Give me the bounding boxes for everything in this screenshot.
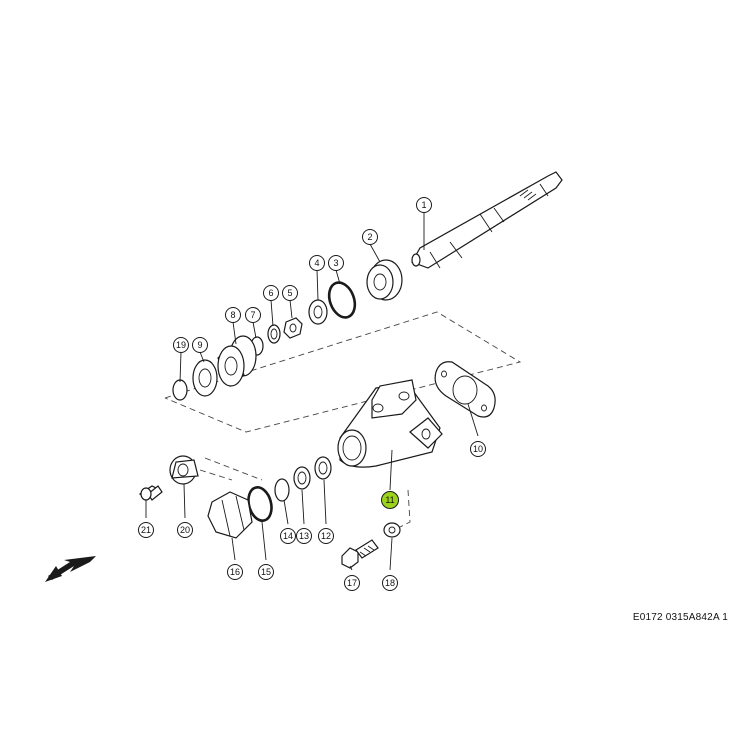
svg-text:4: 4 <box>314 258 319 268</box>
callout-6[interactable]: 6 <box>263 285 279 301</box>
svg-text:10: 10 <box>473 444 483 454</box>
part-flange-gasket <box>434 361 496 418</box>
callout-4[interactable]: 4 <box>309 255 325 271</box>
callout-5[interactable]: 5 <box>282 285 298 301</box>
callout-16[interactable]: 16 <box>227 564 243 580</box>
svg-text:13: 13 <box>299 531 309 541</box>
diagram-reference-code: E0172 0315A842A 1 <box>632 612 728 623</box>
callout-7[interactable]: 7 <box>245 307 261 323</box>
svg-text:7: 7 <box>250 310 255 320</box>
callout-bubbles: 1 2 3 4 5 6 7 8 9 10 11 12 13 14 15 16 1… <box>138 197 486 591</box>
callout-8[interactable]: 8 <box>225 307 241 323</box>
part-hex-nut-small <box>283 317 303 339</box>
callout-14[interactable]: 14 <box>280 528 296 544</box>
svg-text:21: 21 <box>141 525 151 535</box>
callout-20[interactable]: 20 <box>177 522 193 538</box>
svg-text:9: 9 <box>197 340 202 350</box>
svg-text:18: 18 <box>385 578 395 588</box>
svg-text:16: 16 <box>230 567 240 577</box>
leader-lines <box>145 212 479 571</box>
part-seal <box>192 359 218 397</box>
callout-17[interactable]: 17 <box>344 575 360 591</box>
svg-text:12: 12 <box>321 531 331 541</box>
callout-11[interactable]: 11 <box>381 491 399 509</box>
callout-19[interactable]: 19 <box>173 337 189 353</box>
svg-text:5: 5 <box>287 288 292 298</box>
svg-text:2: 2 <box>367 232 372 242</box>
svg-text:3: 3 <box>333 258 338 268</box>
callout-18[interactable]: 18 <box>382 575 398 591</box>
part-small-bolt <box>138 485 163 501</box>
part-small-washer <box>267 324 281 344</box>
arrow-down-left-icon <box>45 556 96 582</box>
part-long-bolt <box>341 539 379 569</box>
part-piston <box>217 335 257 387</box>
part-hex-cap-nut <box>207 491 253 539</box>
svg-text:15: 15 <box>261 567 271 577</box>
svg-text:8: 8 <box>230 310 235 320</box>
callout-2[interactable]: 2 <box>362 229 378 245</box>
svg-text:14: 14 <box>283 531 293 541</box>
svg-text:6: 6 <box>268 288 273 298</box>
callout-9[interactable]: 9 <box>192 337 208 353</box>
part-circlip-14 <box>274 478 290 502</box>
svg-text:11: 11 <box>385 495 394 505</box>
part-ring-13 <box>293 466 311 490</box>
callout-13[interactable]: 13 <box>296 528 312 544</box>
callout-12[interactable]: 12 <box>318 528 334 544</box>
assembly-boundary-lower <box>199 457 411 529</box>
callout-21[interactable]: 21 <box>138 522 154 538</box>
part-o-ring-large <box>327 281 357 319</box>
callout-1[interactable]: 1 <box>416 197 432 213</box>
callout-3[interactable]: 3 <box>328 255 344 271</box>
part-shaft <box>411 171 563 269</box>
svg-text:19: 19 <box>176 340 186 350</box>
part-bushing <box>169 455 199 485</box>
svg-text:1: 1 <box>421 200 426 210</box>
assembly-boundary-upper <box>164 311 522 433</box>
svg-text:20: 20 <box>180 525 190 535</box>
part-washer <box>308 299 328 325</box>
part-washer-18 <box>383 522 401 538</box>
part-bearing-ring <box>366 259 403 301</box>
svg-text:17: 17 <box>347 578 357 588</box>
part-cylinder-body <box>337 379 443 468</box>
callout-15[interactable]: 15 <box>258 564 274 580</box>
callout-10[interactable]: 10 <box>470 441 486 457</box>
part-snap-ring <box>172 379 188 401</box>
part-ring-12 <box>314 456 332 480</box>
